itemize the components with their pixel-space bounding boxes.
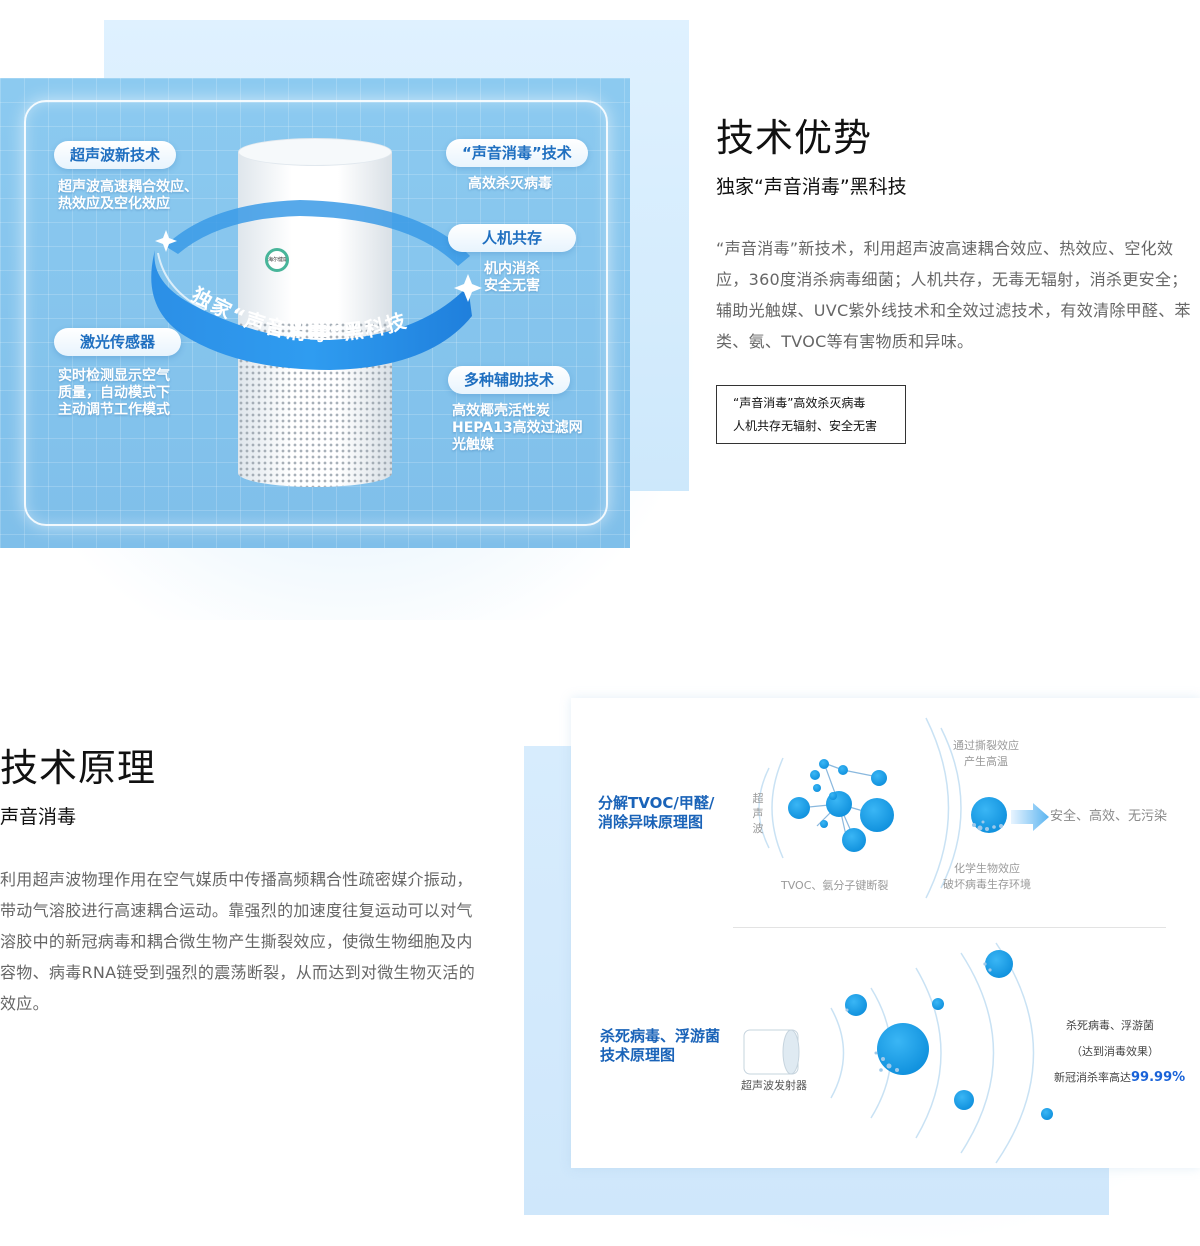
advantage-description: “声音消毒”新技术，利用超声波高速耦合效应、热效应、空化效应，360度消杀病毒细…: [716, 239, 1191, 351]
kill-rate-label: 新冠消杀率高达: [1054, 1071, 1131, 1084]
wave-arcs-bottom: [830, 942, 1035, 1164]
feature-pill-ultrasonic: 超声波新技术: [54, 141, 177, 169]
diagram-divider: [733, 927, 1166, 928]
advantage-title: 技术优势: [716, 116, 873, 160]
kill-result-line1: 杀死病毒、浮游菌: [1066, 1019, 1154, 1032]
feature-pill-laser: 激光传感器: [54, 328, 182, 356]
brand-logo: 海尔健康: [265, 248, 289, 272]
diagram-top-title: 分解TVOC/甲醛/ 消除异味原理图: [598, 794, 715, 831]
virus-debris: [845, 962, 992, 1072]
ultrasonic-emitter: [743, 1029, 800, 1075]
advantage-subtitle: 独家“声音消毒”黑科技: [716, 176, 907, 198]
ribbon-back: [165, 200, 470, 266]
feature-text-auxiliary: 高效椰壳活性炭 HEPA13高效过滤网 光触媒: [452, 403, 583, 453]
diagram-bottom-title: 杀死病毒、浮游菌 技术原理图: [600, 1027, 721, 1064]
feature-text-sound-disinfect: 高效杀灭病毒: [468, 176, 552, 192]
kill-result-line2: （达到消毒效果）: [1071, 1045, 1159, 1058]
purifier-top: [238, 138, 392, 166]
ribbon-front: [151, 250, 472, 370]
principle-diagram-panel: 分解TVOC/甲醛/ 消除异味原理图: [571, 698, 1200, 1168]
feature-pill-coexist: 人机共存: [448, 224, 577, 252]
molecule-atoms: [788, 759, 894, 852]
feature-text-laser: 实时检测显示空气 质量，自动模式下 主动调节工作模式: [58, 368, 170, 418]
result-label: 安全、高效、无污染: [1050, 809, 1168, 824]
tear-effect-label: 通过撕裂效应 产生高温: [953, 739, 1019, 768]
emitter-label: 超声波发射器: [741, 1079, 807, 1092]
bond-break-label: TVOC、氨分子键断裂: [781, 879, 889, 892]
diagram-graphics: [743, 717, 1053, 1164]
feature-pill-auxiliary: 多种辅助技术: [448, 366, 571, 394]
advantage-tag-box: “声音消毒”高效杀灭病毒 人机共存无辐射、安全无害: [716, 385, 906, 444]
arrow-icon: [1011, 803, 1049, 831]
principle-description: 利用超声波物理作用在空气媒质中传播高频耦合性疏密媒介振动，带动气溶胶进行高速耦合…: [0, 870, 476, 1013]
advantage-tag: “声音消毒”高效杀灭病毒: [733, 396, 866, 410]
kill-rate-row: 新冠消杀率高达99.99%: [1054, 1070, 1185, 1086]
bio-effect-label: 化学生物效应 破坏病毒生存环境: [943, 862, 1031, 891]
wave-label: 超 声 波: [752, 792, 764, 835]
wave-arcs-right: [925, 717, 962, 899]
kill-rate-value: 99.99%: [1131, 1070, 1186, 1085]
wave-arcs-left: [758, 757, 784, 859]
hero-frame: [24, 100, 608, 526]
ribbon-graphic: 独家“声音消毒”黑科技: [151, 200, 482, 370]
advantage-tag: 人机共存无辐射、安全无害: [733, 419, 878, 433]
particle-debris: [972, 820, 1003, 831]
feature-pill-sound-disinfect: “声音消毒”技术: [446, 139, 588, 167]
feature-text-ultrasonic: 超声波高速耦合效应、 热效应及空化效应: [58, 179, 198, 212]
virus-particles: [845, 950, 1053, 1120]
hero-image: 海尔健康 独家“声音消毒”黑科技 超声波新技术 超声波高速耦合效应、 热效应及空…: [0, 78, 630, 548]
principle-subtitle: 声音消毒: [0, 806, 77, 828]
sparkle-icon: [155, 230, 482, 302]
feature-text-coexist: 机内消杀 安全无害: [484, 261, 540, 294]
disintegrating-particle: [971, 797, 1007, 833]
principle-title: 技术原理: [0, 746, 157, 790]
